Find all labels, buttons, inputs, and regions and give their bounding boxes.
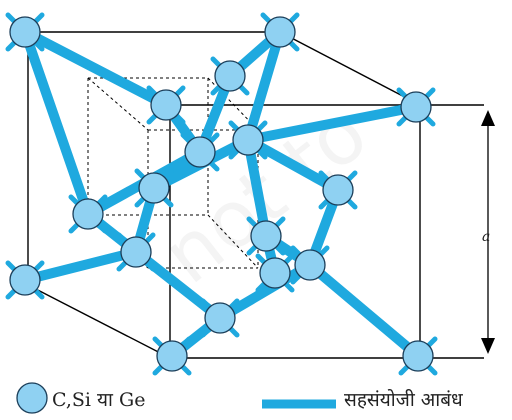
atom [232, 124, 264, 156]
legend-shapes [16, 382, 336, 414]
bond [243, 27, 285, 145]
inner-cube-edge [207, 214, 259, 269]
atom [214, 60, 246, 92]
atom [264, 16, 296, 48]
bond [20, 27, 171, 110]
atom [294, 249, 326, 281]
atom [9, 16, 41, 48]
legend-bond-label: सहसंयोजी आबंध [344, 389, 463, 411]
bond [20, 27, 93, 219]
atom [138, 172, 170, 204]
atom [120, 236, 152, 268]
atom [150, 89, 182, 121]
cube-edge [279, 31, 421, 106]
bond [243, 102, 421, 145]
bond [243, 135, 271, 241]
inner-cube-edge [87, 77, 149, 131]
cube-edge [27, 284, 171, 359]
atom [9, 264, 41, 296]
arrowhead-top [481, 110, 495, 126]
dimension-arrow [481, 110, 495, 354]
lattice-atoms [9, 16, 434, 372]
bond [243, 135, 343, 195]
atom [184, 136, 216, 168]
bond [20, 247, 141, 285]
atom [259, 257, 291, 289]
atom [250, 220, 282, 252]
arrowhead-bottom [481, 338, 495, 354]
legend-atom-label: C,Si या Ge [52, 389, 146, 411]
atom [72, 198, 104, 230]
atom [156, 340, 188, 372]
legend-atom-icon [16, 382, 48, 414]
atom [402, 340, 434, 372]
lattice-constant-label: a [482, 229, 491, 245]
bond [215, 260, 315, 323]
atom [322, 174, 354, 206]
atom [400, 91, 432, 123]
atom [204, 302, 236, 334]
